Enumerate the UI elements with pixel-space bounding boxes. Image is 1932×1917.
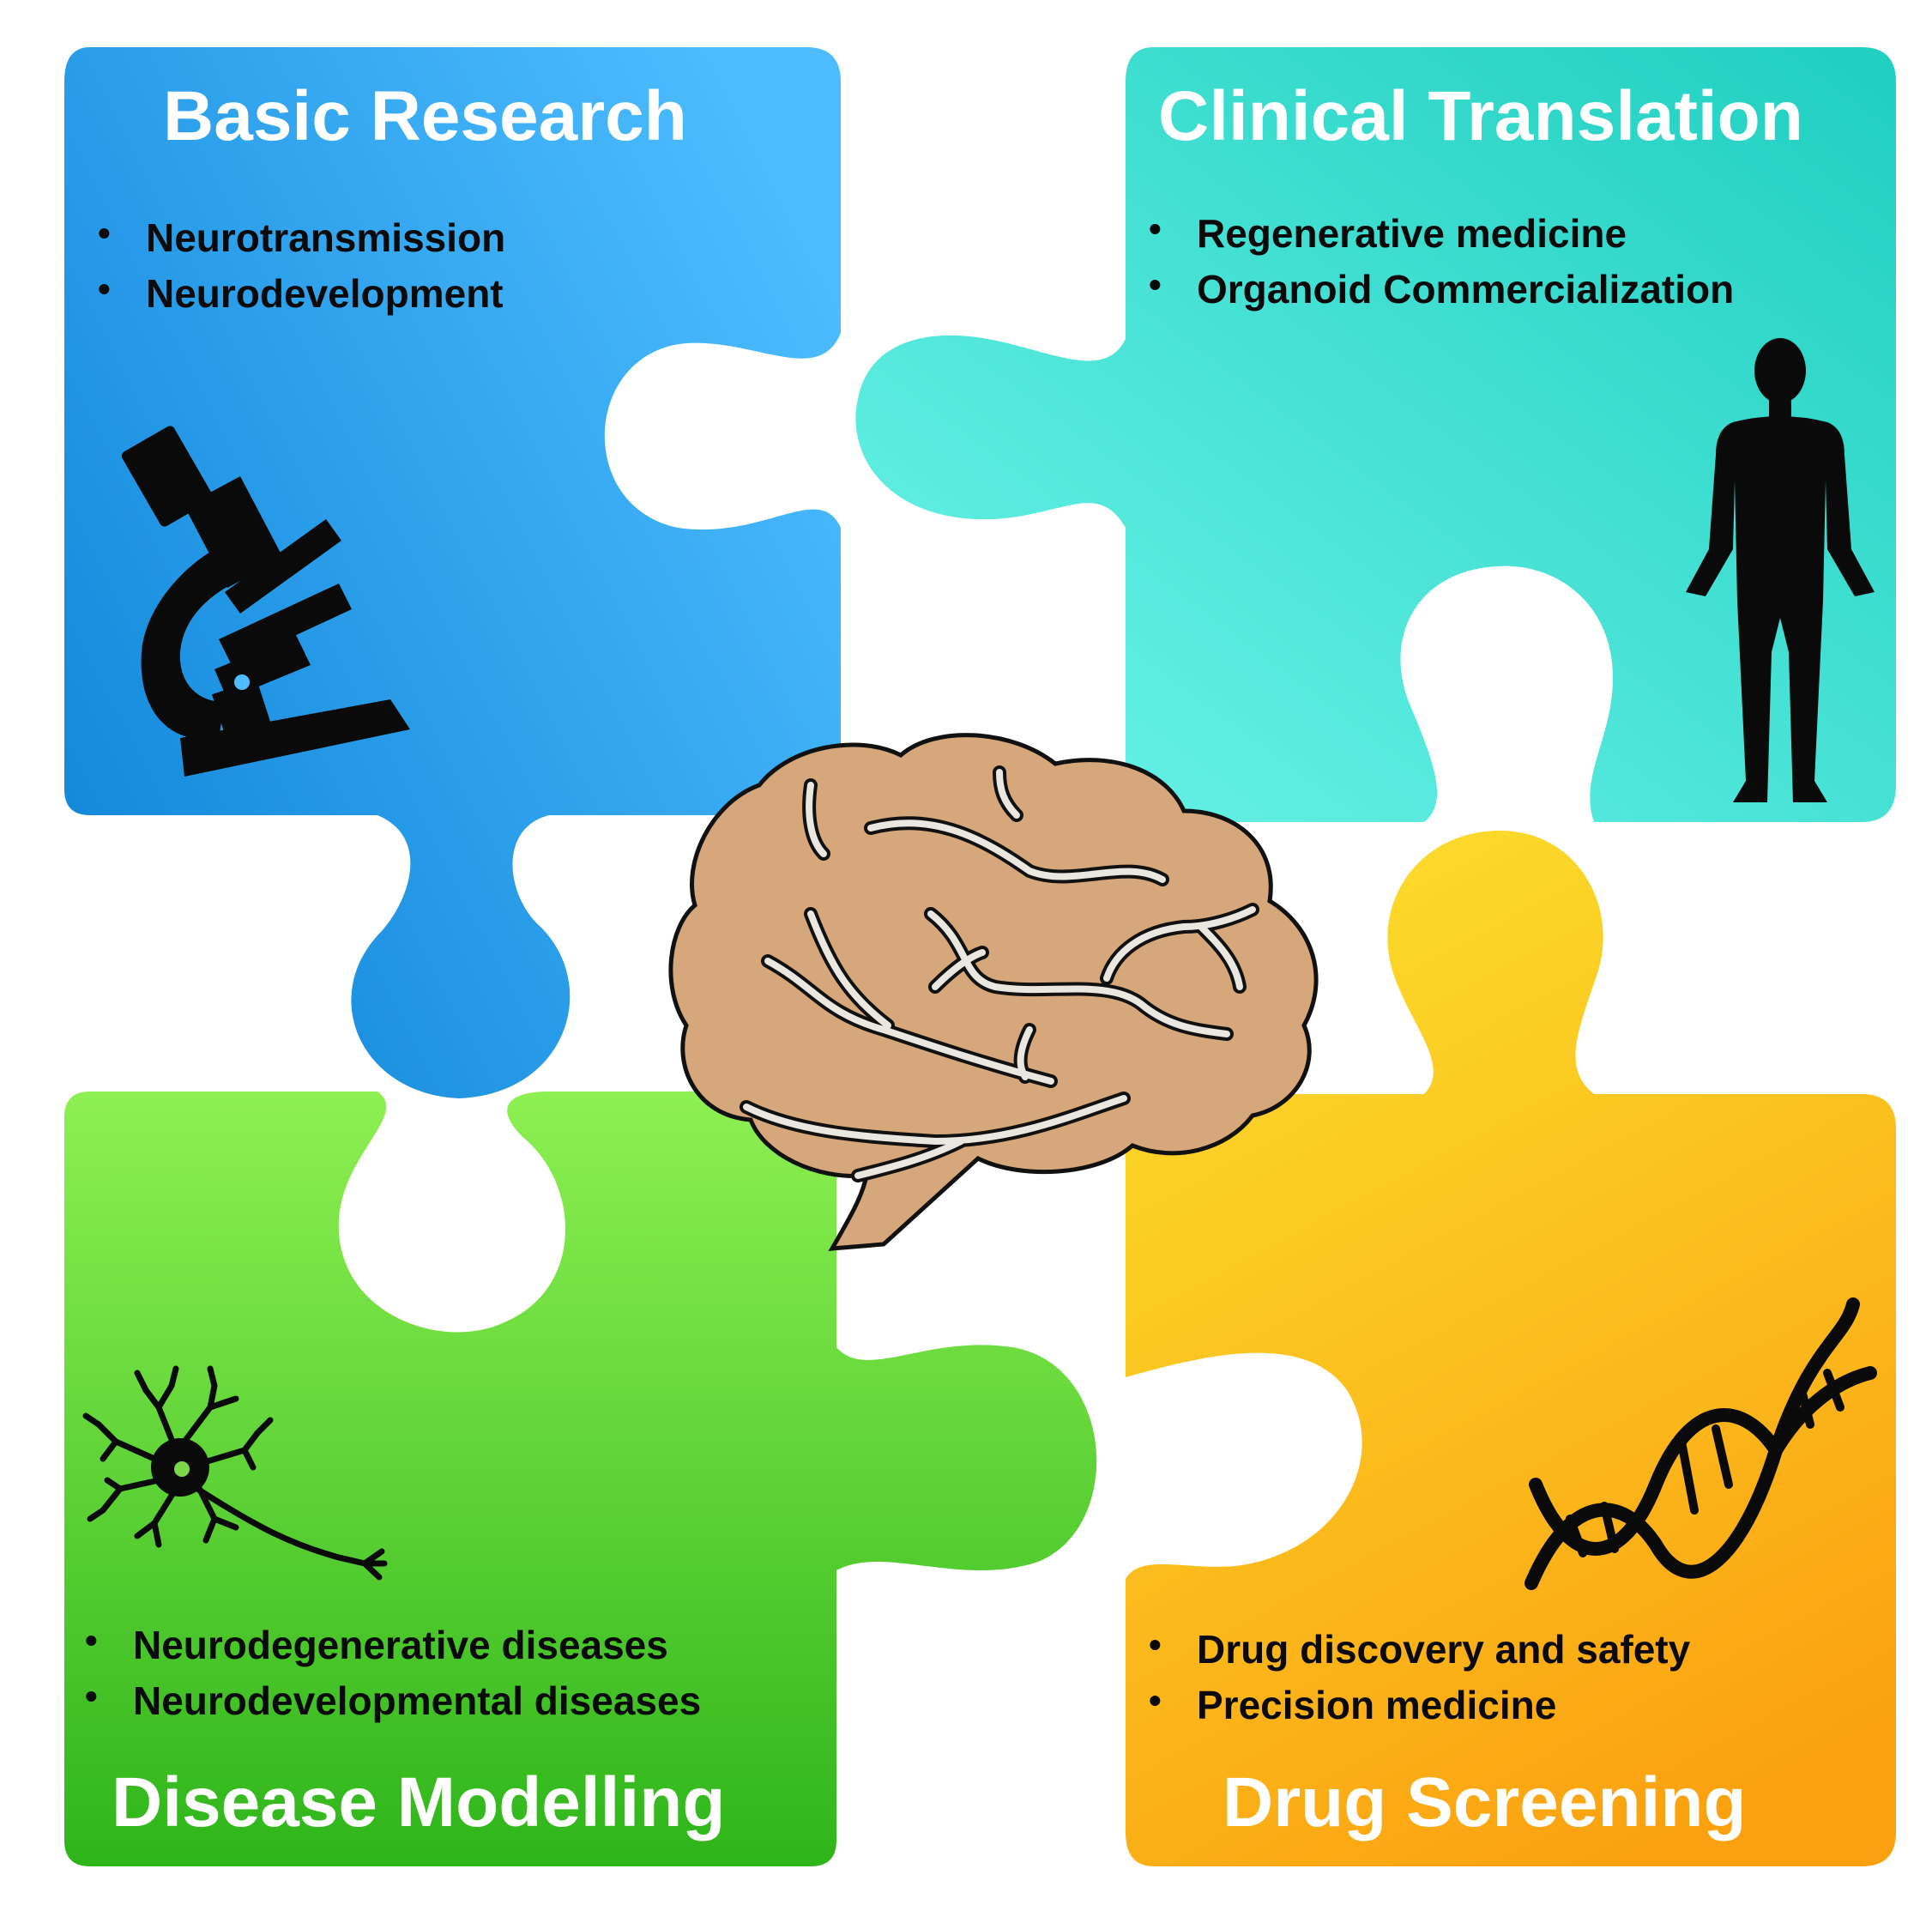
list-item: Drug discovery and safety (1145, 1617, 1690, 1678)
list-item: Neurodevelopmental diseases (82, 1668, 701, 1729)
list-item: Neurodevelopment (94, 261, 505, 322)
disease-modelling-title: Disease Modelling (112, 1763, 726, 1841)
microscope-icon (121, 426, 410, 777)
list-item: Regenerative medicine (1145, 201, 1734, 262)
list-item: Organoid Commercialization (1145, 257, 1734, 317)
drug-screening-list: Drug discovery and safety Precision medi… (1145, 1617, 1690, 1733)
list-item: Precision medicine (1145, 1672, 1690, 1733)
list-item: Neurodegenerative diseases (82, 1612, 701, 1673)
clinical-translation-title: Clinical Translation (1158, 77, 1803, 155)
neuron-icon (82, 1365, 388, 1581)
basic-research-list: Neurotransmission Neurodevelopment (94, 205, 505, 322)
brain-icon (668, 733, 1319, 1251)
basic-research-title: Basic Research (163, 77, 687, 155)
piece-disease-modelling (64, 1092, 1097, 1866)
dna-icon (1524, 1297, 1877, 1590)
drug-screening-title: Drug Screening (1223, 1763, 1747, 1841)
clinical-translation-list: Regenerative medicine Organoid Commercia… (1145, 201, 1734, 317)
disease-modelling-list: Neurodegenerative diseases Neurodevelopm… (82, 1612, 701, 1729)
human-silhouette-icon (1686, 338, 1875, 802)
list-item: Neurotransmission (94, 205, 505, 266)
piece-drug-screening (1126, 830, 1896, 1866)
